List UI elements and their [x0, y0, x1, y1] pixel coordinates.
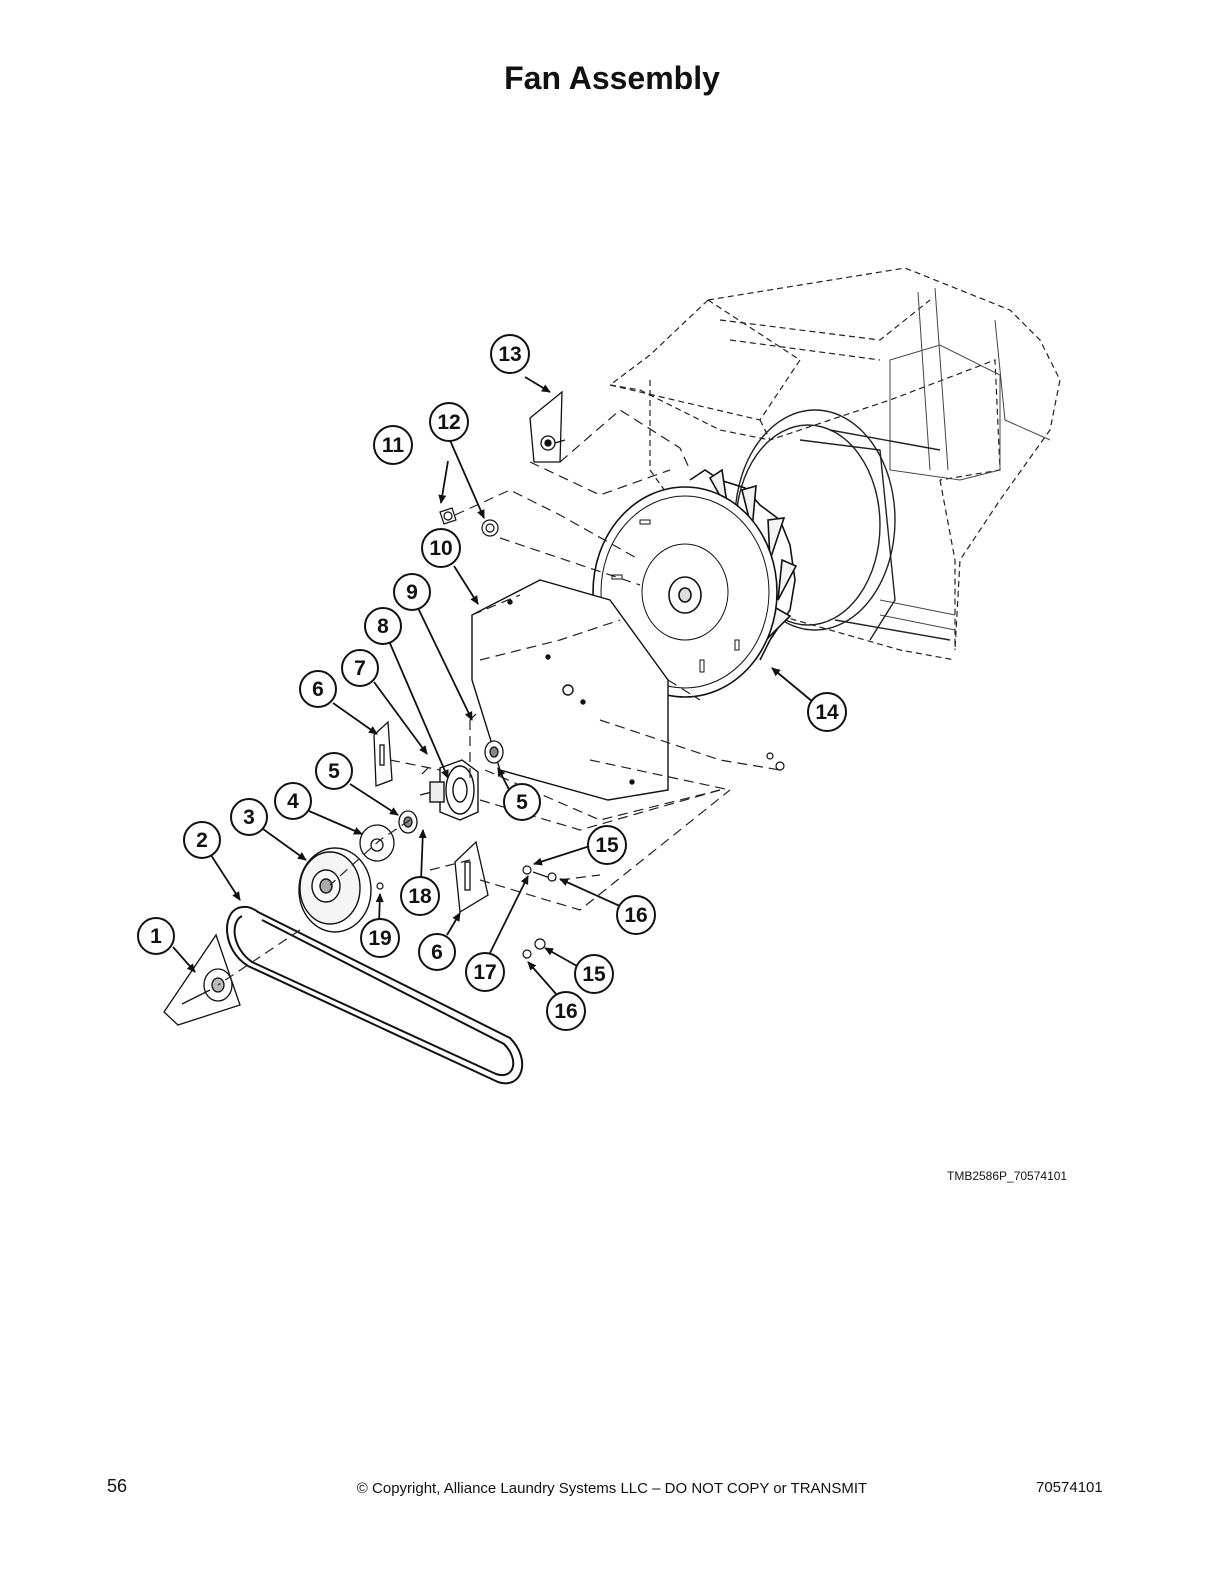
callout-label: 6: [312, 678, 324, 701]
callout-2: 2: [183, 821, 221, 859]
callout-label: 6: [431, 941, 443, 964]
bracket-6-lower: [454, 840, 489, 914]
pulley-3: [298, 847, 372, 933]
callout-6-lower: 6: [418, 933, 456, 971]
callout-15-upper: 15: [587, 825, 627, 865]
callout-label: 11: [382, 434, 405, 457]
callout-label: 10: [429, 537, 452, 560]
callout-label: 7: [354, 657, 366, 680]
callout-label: 19: [368, 927, 391, 950]
leader-arrows: [172, 376, 826, 996]
callout-14: 14: [807, 692, 847, 732]
callout-1: 1: [137, 917, 175, 955]
bearings: [398, 740, 504, 834]
callout-label: 16: [624, 904, 647, 927]
callout-13: 13: [490, 334, 530, 374]
callout-label: 4: [287, 790, 299, 813]
callout-6-upper: 6: [299, 670, 337, 708]
copyright-notice: © Copyright, Alliance Laundry Systems LL…: [356, 1480, 868, 1497]
callout-label: 12: [437, 411, 460, 434]
assembly-lines: [217, 409, 781, 986]
belt-2: [226, 905, 524, 1085]
callout-4: 4: [274, 782, 312, 820]
page-number: 56: [107, 1476, 128, 1496]
callout-label: 16: [554, 1000, 577, 1023]
callout-label: 15: [595, 834, 619, 857]
housing-walls: [879, 287, 1051, 631]
callout-label: 2: [196, 829, 208, 852]
callout-3: 3: [230, 798, 268, 836]
callout-label: 13: [498, 343, 521, 366]
callout-label: 17: [473, 961, 496, 984]
housing-outline: [608, 267, 1061, 661]
callout-19: 19: [360, 918, 400, 958]
callout-5-left: 5: [315, 752, 353, 790]
bracket-1: [163, 933, 241, 1026]
callout-label: 5: [328, 760, 340, 783]
callout-12: 12: [429, 402, 469, 442]
callout-5-right: 5: [503, 783, 541, 821]
callout-label: 5: [516, 791, 528, 814]
callout-label: 8: [377, 615, 389, 638]
figure-id: TMB2586P_70574101: [947, 1169, 1068, 1183]
callout-8: 8: [364, 607, 402, 645]
callout-9: 9: [393, 573, 431, 611]
callout-17: 17: [465, 952, 505, 992]
page-title: Fan Assembly: [504, 60, 720, 96]
bracket-13: [529, 390, 566, 463]
callout-16-lower: 16: [546, 991, 586, 1031]
callout-18: 18: [400, 876, 440, 916]
callout-label: 9: [406, 581, 418, 604]
bracket-6-upper: [373, 720, 393, 787]
callout-label: 15: [582, 963, 606, 986]
callout-label: 1: [150, 925, 162, 948]
callout-label: 14: [815, 701, 839, 724]
document-number: 70574101: [1036, 1479, 1103, 1496]
callout-label: 3: [243, 806, 255, 829]
callout-label: 18: [408, 885, 432, 908]
part-11-12: [439, 507, 499, 537]
bearing-housing: [419, 759, 479, 821]
callout-7: 7: [341, 649, 379, 687]
callout-15-lower: 15: [574, 954, 614, 994]
mounting-plate: [471, 579, 669, 801]
callout-10: 10: [421, 528, 461, 568]
callout-16-upper: 16: [616, 895, 656, 935]
callout-11: 11: [373, 425, 413, 465]
